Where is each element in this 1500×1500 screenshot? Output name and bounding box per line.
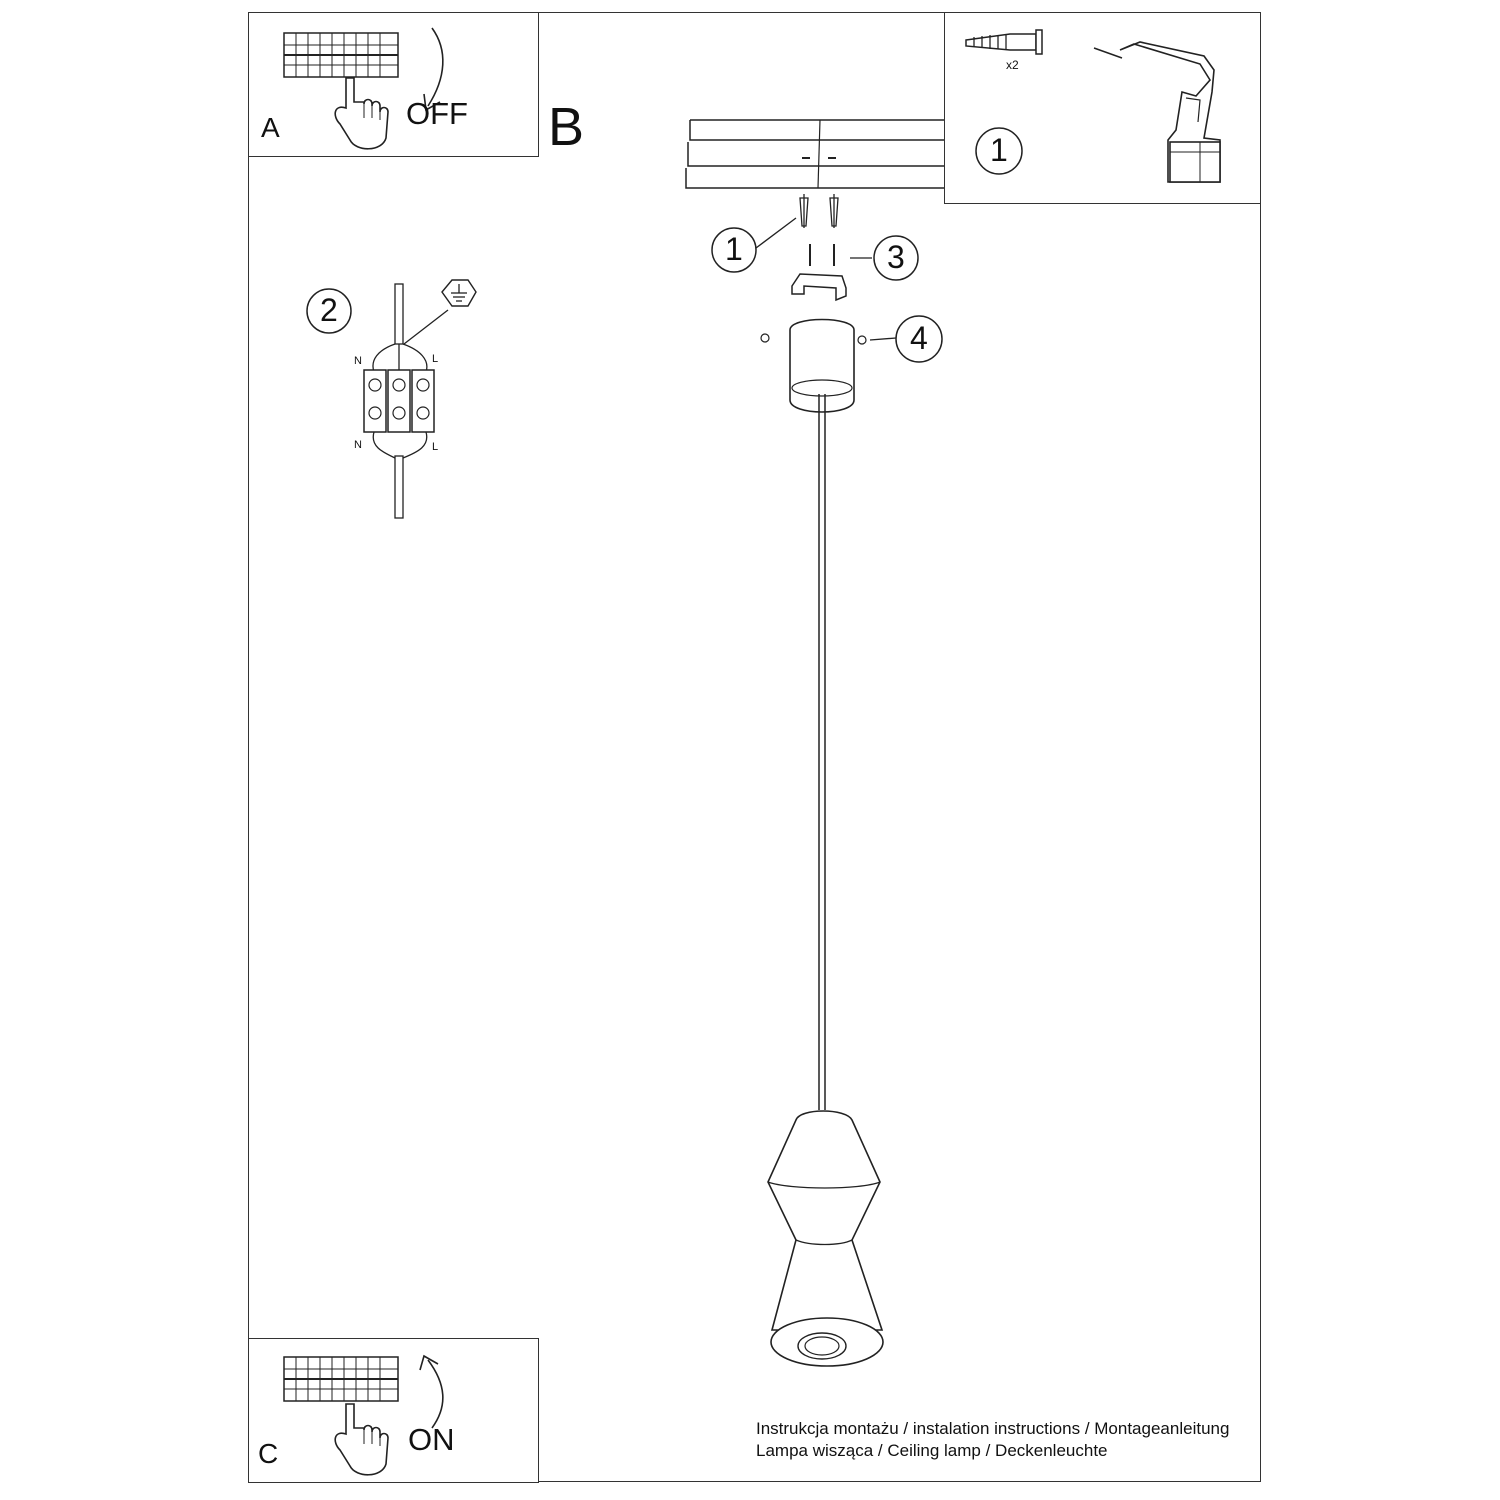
switch-off-label: OFF: [406, 96, 468, 131]
lamp-shade: [767, 1110, 884, 1367]
bracket-screws: [809, 244, 872, 266]
panel-a-letter: A: [261, 112, 280, 143]
switch-on-label: ON: [408, 1422, 455, 1457]
ground-icon: [441, 279, 477, 307]
breaker-panel-off: [283, 27, 444, 150]
ceiling-anchors: [755, 194, 839, 249]
caption-line-2: Lampa wisząca / Ceiling lamp / Deckenleu…: [756, 1441, 1108, 1460]
instruction-frame: [248, 12, 1261, 1482]
caption-line-1: Instrukcja montażu / instalation instruc…: [756, 1419, 1230, 1438]
wire-l-top-label: L: [432, 353, 439, 365]
pendant-cable: [818, 394, 826, 1110]
ceiling-canopy: [760, 318, 897, 413]
anchor-count-label: x2: [1006, 58, 1019, 72]
wiring-step-number: 2: [320, 292, 338, 328]
wire-n-bottom-label: N: [354, 439, 362, 451]
drill-step-number: 1: [990, 132, 1008, 168]
panel-b-letter: B: [548, 97, 585, 157]
wire-l-bottom-label: L: [432, 441, 439, 453]
wiring-terminal: [363, 283, 449, 519]
breaker-panel-on: [283, 1354, 444, 1476]
panel-c-letter: C: [258, 1438, 279, 1469]
mounting-bracket: [791, 273, 847, 302]
step-3-number: 3: [887, 239, 905, 275]
step-1-number: 1: [725, 231, 743, 267]
wall-anchor-icon: [965, 29, 1043, 55]
step-4-number: 4: [910, 320, 928, 356]
wire-n-top-label: N: [354, 355, 362, 367]
power-drill-icon: [1093, 41, 1221, 183]
ceiling-slab: [685, 119, 944, 189]
